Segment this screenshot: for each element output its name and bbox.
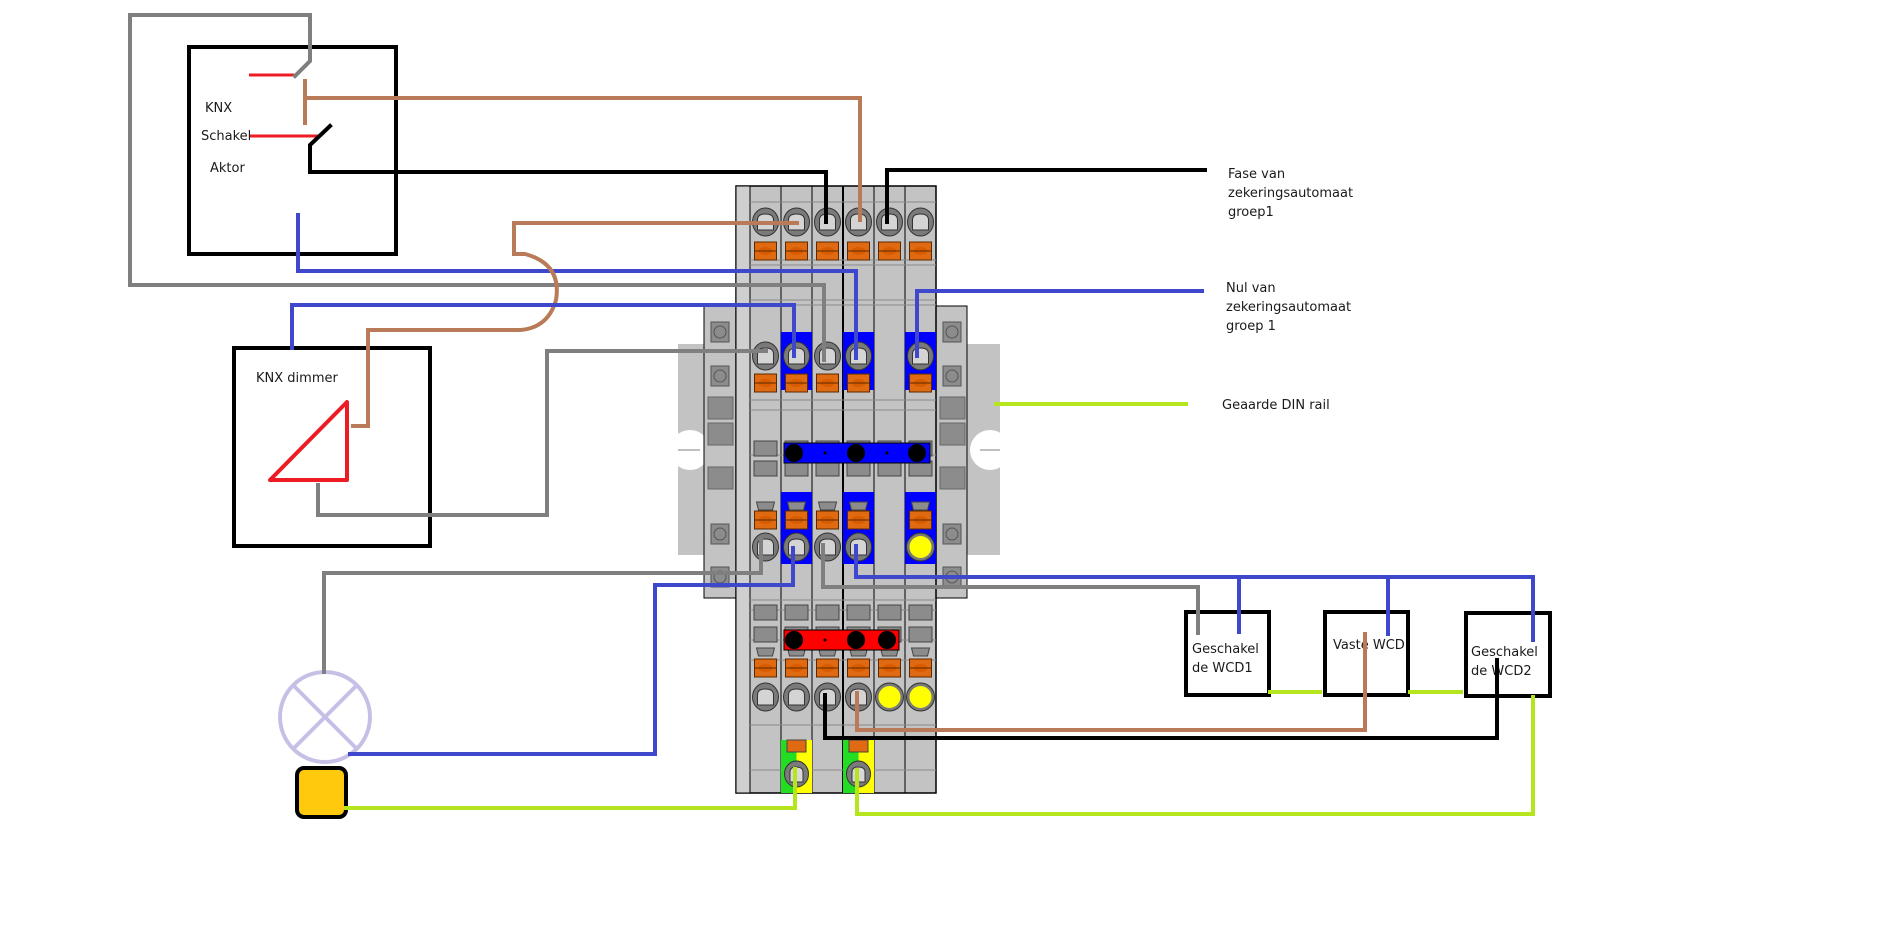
din-line-1: Geaarde DIN rail	[1222, 398, 1330, 413]
wires	[128, 13, 1535, 816]
end-plate-screw	[710, 365, 730, 387]
annotation-nul: Nul van zekeringsautomaat groep 1	[1226, 281, 1351, 334]
wcd1-label-1: Geschakel	[1192, 642, 1259, 657]
actuator-box	[187, 45, 398, 256]
end-plate-slot	[707, 466, 734, 490]
vaste-wcd-label: Vaste WCD	[1333, 638, 1405, 653]
wcd1-box	[1184, 610, 1271, 697]
wcd2-box	[1464, 611, 1552, 698]
end-plate-slot	[939, 396, 966, 420]
wire-gray-wcd1	[821, 543, 1200, 635]
annotation-din: Geaarde DIN rail	[1222, 398, 1330, 413]
end-plate-left	[703, 305, 739, 599]
actor-label-schakel: Schakel	[201, 129, 251, 144]
slot	[908, 626, 933, 643]
slot	[784, 604, 809, 621]
ground-box	[295, 766, 348, 819]
bridge-screw	[878, 631, 896, 649]
knx-dimmer: KNX dimmer	[232, 346, 432, 548]
wire-green-wcd-earth	[855, 695, 1535, 816]
slot	[908, 604, 933, 621]
wire-blue-actor-neutral	[296, 213, 858, 360]
end-plate-screw	[942, 365, 962, 387]
nul-line-2: zekeringsautomaat	[1226, 300, 1351, 315]
wire-brown-actor-common	[303, 96, 862, 222]
bridge-screw	[847, 631, 865, 649]
end-plate-slot	[939, 466, 966, 490]
bridge-screw	[785, 444, 803, 462]
bridge-red	[783, 629, 900, 651]
end-plate-screw	[942, 321, 962, 343]
wire-gray-actor-loop	[128, 13, 582, 287]
annotation-fase: Fase van zekeringsautomaat groep1	[1228, 167, 1353, 220]
dimmer-label: KNX dimmer	[256, 371, 338, 386]
wire-blue-dimmer	[290, 303, 796, 358]
wire-blue-nul	[915, 289, 1204, 358]
wire-black-fase	[885, 168, 1207, 224]
slot	[815, 604, 840, 621]
slot	[753, 604, 778, 621]
slot	[846, 604, 871, 621]
wire-gray-dimmer-out	[316, 349, 768, 517]
nul-line-3: groep 1	[1226, 319, 1276, 334]
terminal-end-strip	[735, 185, 751, 794]
dimmer-triangle-icon	[268, 400, 349, 482]
slot	[753, 460, 778, 477]
wire-brown-dimmer	[351, 221, 799, 428]
end-plate-screw	[710, 523, 730, 545]
wire-green-lamp-earth	[344, 767, 797, 810]
nul-line-1: Nul van	[1226, 281, 1276, 296]
end-plate-slot	[939, 422, 966, 446]
wire-blue-wcd-neutral	[854, 544, 1535, 642]
end-plate-right	[935, 305, 968, 599]
fase-line-3: groep1	[1228, 205, 1274, 220]
wcd1: Geschakel de WCD1	[1184, 610, 1271, 697]
wire-gray-terminal3	[578, 283, 826, 362]
fase-line-1: Fase van	[1228, 167, 1285, 182]
knx-switch-actuator: KNX Schakel Aktor	[187, 13, 398, 256]
lamp	[278, 670, 372, 764]
wcd2-label-1: Geschakel	[1471, 645, 1538, 660]
fase-line-2: zekeringsautomaat	[1228, 186, 1353, 201]
wcd2: Geschakel de WCD2	[1464, 611, 1552, 698]
actor-label-aktor: Aktor	[210, 161, 245, 176]
end-plate-screw	[710, 321, 730, 343]
end-plate-screw	[942, 523, 962, 545]
slot	[877, 604, 902, 621]
slot	[753, 440, 778, 457]
wcd2-label-2: de WCD2	[1471, 664, 1532, 679]
switch-contact-1	[292, 13, 312, 79]
bridge-screw	[847, 444, 865, 462]
wire-black-wcd2	[823, 658, 1499, 740]
end-plate-slot	[707, 422, 734, 446]
bridge-screw	[785, 631, 803, 649]
wire-blue-lamp	[348, 546, 795, 756]
dimmer-box	[232, 346, 432, 548]
actor-label-knx: KNX	[205, 101, 232, 116]
wcd1-label-2: de WCD1	[1192, 661, 1253, 676]
slot	[753, 626, 778, 643]
wire-brown-vaste	[855, 632, 1367, 732]
end-plate-slot	[707, 396, 734, 420]
bridge-screw	[908, 444, 926, 462]
switch-contact-2	[308, 123, 333, 174]
terminal-block	[703, 185, 968, 794]
wire-black-actor-out	[308, 170, 828, 224]
wire-gray-lamp	[322, 538, 763, 674]
